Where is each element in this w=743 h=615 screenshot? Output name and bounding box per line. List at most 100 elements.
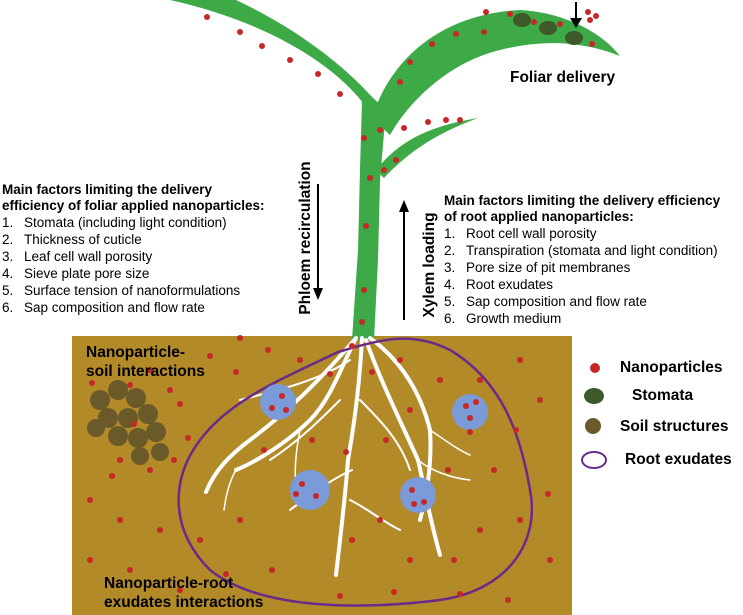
nanoparticle-dot — [585, 9, 591, 15]
nanoparticle-dot — [261, 447, 267, 453]
nanoparticle-dot — [467, 429, 473, 435]
nanoparticle-dot — [391, 589, 397, 595]
nanoparticle-dot — [293, 491, 299, 497]
nanoparticle-dot — [457, 591, 463, 597]
nanoparticle-dot — [167, 387, 173, 393]
nanoparticle-dot — [481, 29, 487, 35]
nanoparticle-dot — [233, 369, 239, 375]
nanoparticle-dot — [299, 481, 305, 487]
nanoparticle-dot — [545, 491, 551, 497]
foliar-delivery-label: Foliar delivery — [510, 69, 616, 86]
nanoparticle-dot — [505, 597, 511, 603]
legend-graphics — [581, 363, 607, 469]
nanoparticle-dot — [279, 393, 285, 399]
nanoparticle-dot — [361, 287, 367, 293]
nanoparticle-dot — [443, 117, 449, 123]
nanoparticle-dot — [401, 125, 407, 131]
nanoparticle-dot — [513, 427, 519, 433]
nanoparticle-dot — [429, 41, 435, 47]
list-item: 5.Sap composition and flow rate — [444, 294, 647, 309]
legend-nanoparticles-label: Nanoparticles — [620, 359, 723, 376]
nanoparticle-dot — [237, 517, 243, 523]
nanoparticle-dot — [309, 437, 315, 443]
legend-soil-swatch — [585, 418, 601, 434]
nanoparticle-dot — [457, 117, 463, 123]
nanoparticle-dot — [131, 421, 137, 427]
nanoparticle-dot — [363, 223, 369, 229]
nanoparticle-dot — [297, 357, 303, 363]
phloem-recirculation-label: Phloem recirculation — [297, 161, 314, 315]
nanoparticle-dot — [531, 19, 537, 25]
nanoparticle-dot — [343, 449, 349, 455]
nanoparticle-dot — [477, 377, 483, 383]
foliar-factors-heading: Main factors limiting the delivery effic… — [2, 182, 265, 213]
nanoparticle-dot — [589, 41, 595, 47]
list-item: 3.Pore size of pit membranes — [444, 260, 631, 275]
root-factors-heading: Main factors limiting the delivery effic… — [444, 193, 721, 224]
legend-exudate-swatch — [581, 451, 607, 469]
nanoparticle-dot — [265, 347, 271, 353]
nanoparticle-dot — [177, 587, 183, 593]
nanoparticle-dot — [315, 71, 321, 77]
nanoparticle-dot — [445, 467, 451, 473]
nanoparticle-dot — [483, 9, 489, 15]
soil-aggregates — [87, 380, 169, 465]
nanoparticle-dot — [109, 473, 115, 479]
nanoparticle-dot — [87, 557, 93, 563]
nanoparticle-dot — [411, 501, 417, 507]
nanoparticle-dot — [537, 397, 543, 403]
nanoparticle-dot — [367, 175, 373, 181]
list-item: 3.Leaf cell wall porosity — [2, 249, 153, 264]
nanoparticle-dot — [147, 367, 153, 373]
nanoparticle-dot — [269, 405, 275, 411]
nanoparticle-dot — [587, 17, 593, 23]
list-item: 6.Growth medium — [444, 311, 562, 326]
nanoparticle-dot — [259, 43, 265, 49]
foliar-delivery-arrow — [570, 2, 582, 28]
list-item: 4.Root exudates — [444, 277, 554, 292]
nanoparticle-dot — [207, 353, 213, 359]
root-exudate-particles — [260, 384, 488, 513]
stomata-cluster — [513, 13, 583, 45]
foliar-factors-block: Main factors limiting the delivery effic… — [2, 182, 265, 316]
xylem-loading-label: Xylem loading — [421, 212, 438, 318]
nanoparticle-dot — [517, 357, 523, 363]
root-factors-block: Main factors limiting the delivery effic… — [444, 193, 720, 327]
nanoparticle-dot — [157, 527, 163, 533]
legend-root-exudates-label: Root exudates — [625, 451, 732, 468]
foliar-factors-list: 1.Stomata (including light condition) 2.… — [2, 214, 265, 316]
root-exudate-interactions-label: Nanoparticle-root exudates interactions — [104, 575, 264, 611]
nanoparticle-dot — [349, 343, 355, 349]
nanoparticle-dot — [269, 567, 275, 573]
nanoparticle-dot — [407, 59, 413, 65]
root-system — [204, 336, 471, 577]
soil-interactions-label: Nanoparticle- soil interactions — [86, 344, 205, 380]
nanoparticle-dot — [593, 13, 599, 19]
nanoparticle-dot — [147, 467, 153, 473]
nanoparticle-dot — [407, 407, 413, 413]
nanoparticle-dot — [473, 399, 479, 405]
nanoparticle-dot — [491, 467, 497, 473]
nanoparticle-dot — [383, 437, 389, 443]
list-item: 1.Stomata (including light condition) — [2, 215, 227, 230]
nanoparticle-dot — [87, 497, 93, 503]
nanoparticle-dot — [117, 517, 123, 523]
list-item: 4.Sieve plate pore size — [2, 266, 150, 281]
nanoparticle-dots — [87, 9, 599, 603]
root-factors-list: 1.Root cell wall porosity 2.Transpiratio… — [444, 225, 720, 327]
nanoparticle-dot — [361, 135, 367, 141]
nanoparticle-dot — [177, 401, 183, 407]
nanoparticle-dot — [283, 407, 289, 413]
legend-stomata-swatch — [584, 388, 604, 404]
phloem-arrow — [313, 184, 323, 300]
xylem-arrow — [399, 200, 409, 320]
nanoparticle-dot — [437, 377, 443, 383]
legend-soil-structures-label: Soil structures — [620, 418, 729, 435]
nanoparticle-dot — [377, 517, 383, 523]
nanoparticle-dot — [507, 11, 513, 17]
list-item: 5.Surface tension of nanoformulations — [2, 283, 241, 298]
nanoparticle-dot — [397, 357, 403, 363]
nanoparticle-dot — [477, 527, 483, 533]
nanoparticle-dot — [337, 593, 343, 599]
nanoparticle-dot — [223, 571, 229, 577]
